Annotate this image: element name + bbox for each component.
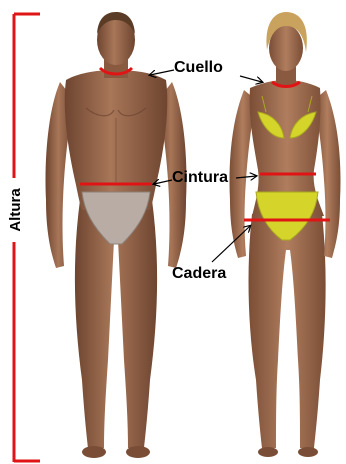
arrow-icon (240, 76, 262, 82)
arrow-icon (150, 70, 174, 75)
female-figure (230, 12, 341, 457)
neck-label: Cuello (174, 59, 223, 76)
height-label: Altura (7, 188, 24, 232)
hip-label: Cadera (172, 265, 226, 282)
waist-label: Cintura (172, 169, 228, 186)
height-bracket-icon (6, 14, 40, 462)
male-figure (46, 12, 187, 458)
